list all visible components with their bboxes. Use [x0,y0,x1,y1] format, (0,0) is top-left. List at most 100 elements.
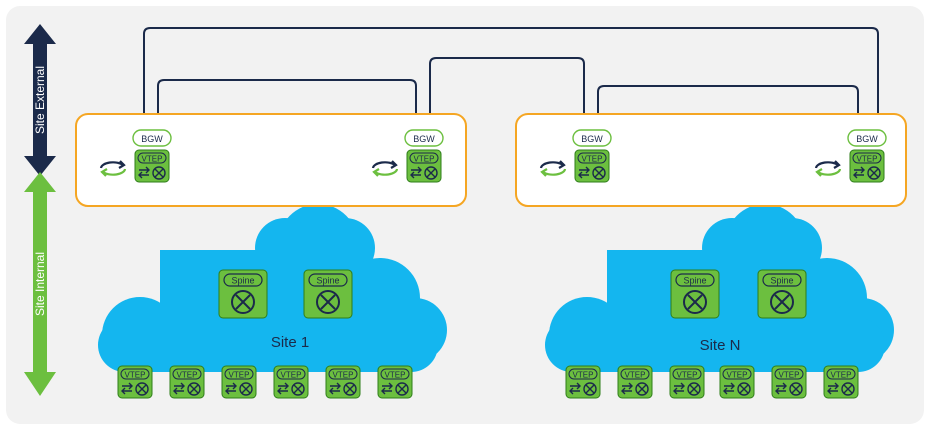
leaf-vtep-siten-5: VTEP [771,365,807,399]
link-cross [429,57,585,134]
leaf-vtep-site1-6: VTEP [377,365,413,399]
vtep-label: VTEP [677,371,698,380]
bgw-vtep-switch: VTEP [849,149,885,183]
bgw-siten-right: BGW VTEP [814,129,887,183]
cross-circle-icon [135,382,149,396]
bgw-pill [572,129,612,147]
sync-arrows-icon [539,160,567,177]
cross-circle-icon [687,382,701,396]
vtep-label: VTEP [281,371,302,380]
bgw-site1-left: BGW VTEP [99,129,172,183]
cross-circle-icon [291,382,305,396]
leaf-vtep-siten-1: VTEP [565,365,601,399]
bgw-vtep-switch: VTEP [134,149,170,183]
bgw-label: BGW [581,134,603,144]
vtep-label: VTEP [177,371,198,380]
cross-circle-icon [635,382,649,396]
inter-site-links [143,27,879,134]
double-arrow-icon [723,382,735,395]
sync-arrows-icon [99,160,127,177]
double-arrow-icon [173,382,185,395]
site-1-border-box [75,113,467,207]
site-internal-arrow: Site Internal [24,172,56,396]
vtep-label: VTEP [857,155,878,164]
vtep-label: VTEP [229,371,250,380]
cross-circle-icon [789,382,803,396]
vtep-label: VTEP [414,155,435,164]
leaf-vtep-site1-4: VTEP [273,365,309,399]
cross-circle-icon [316,290,340,314]
bgw-vtep-switch: VTEP [406,149,442,183]
cross-circle-icon [187,382,201,396]
bgw-vtep-switch: VTEP [574,149,610,183]
link-outer [143,27,879,134]
bgw-siten-left: BGW VTEP [539,129,612,183]
bgw-label: BGW [413,134,435,144]
bgw-label: BGW [856,134,878,144]
cross-circle-icon [770,290,794,314]
cross-circle-icon [152,166,166,180]
vtep-label: VTEP [385,371,406,380]
site-n-name: Site N [700,337,741,354]
bgw-site1-right: BGW VTEP [371,129,444,183]
double-arrow-icon [853,166,865,179]
leaf-vtep-site1-3: VTEP [221,365,257,399]
cross-circle-icon [737,382,751,396]
vtep-label: VTEP [142,155,163,164]
double-arrow-icon [225,382,237,395]
cross-circle-icon [424,166,438,180]
cross-circle-icon [867,166,881,180]
spine-label: Spine [770,276,793,286]
double-arrow-icon [673,382,685,395]
leaf-vtep-site1-2: VTEP [169,365,205,399]
leaf-vtep-siten-6: VTEP [823,365,859,399]
double-arrow-icon [827,382,839,395]
cross-circle-icon [841,382,855,396]
double-arrow-icon [410,166,422,179]
cross-circle-icon [683,290,707,314]
bgw-label: BGW [141,134,163,144]
cross-circle-icon [239,382,253,396]
site-external-arrow: Site External [24,24,56,176]
sync-arrows-icon [371,160,399,177]
site-n-border-box [515,113,907,207]
vtep-label: VTEP [779,371,800,380]
vtep-label: VTEP [831,371,852,380]
site-external-label: Site External [33,66,47,134]
site-1-name: Site 1 [271,334,309,351]
double-arrow-icon [578,166,590,179]
spine-site1-a: Spine [218,269,268,319]
sync-arrows-icon [814,160,842,177]
spine-siten-b: Spine [757,269,807,319]
leaf-vtep-site1-5: VTEP [325,365,361,399]
double-arrow-icon [138,166,150,179]
spine-site1-b: Spine [303,269,353,319]
leaf-vtep-siten-3: VTEP [669,365,705,399]
devices: BGW VTEP BGW VTEP BGW VTEP BGW VTEP Spine Spine Sp… [99,129,887,399]
cross-circle-icon [231,290,255,314]
vtep-label: VTEP [582,155,603,164]
leaf-vtep-siten-2: VTEP [617,365,653,399]
spine-siten-a: Spine [670,269,720,319]
spine-label: Spine [316,276,339,286]
vtep-label: VTEP [625,371,646,380]
bgw-pill [132,129,172,147]
spine-label: Spine [683,276,706,286]
spine-label: Spine [231,276,254,286]
double-arrow-icon [381,382,393,395]
double-arrow-icon [569,382,581,395]
double-arrow-icon [621,382,633,395]
site-internal-label: Site Internal [33,252,47,316]
cross-circle-icon [583,382,597,396]
leaf-vtep-siten-4: VTEP [719,365,755,399]
double-arrow-icon [277,382,289,395]
cross-circle-icon [343,382,357,396]
vtep-label: VTEP [727,371,748,380]
link-site1-local [157,79,417,134]
leaf-vtep-site1-1: VTEP [117,365,153,399]
vtep-label: VTEP [573,371,594,380]
vtep-label: VTEP [125,371,146,380]
cross-circle-icon [592,166,606,180]
